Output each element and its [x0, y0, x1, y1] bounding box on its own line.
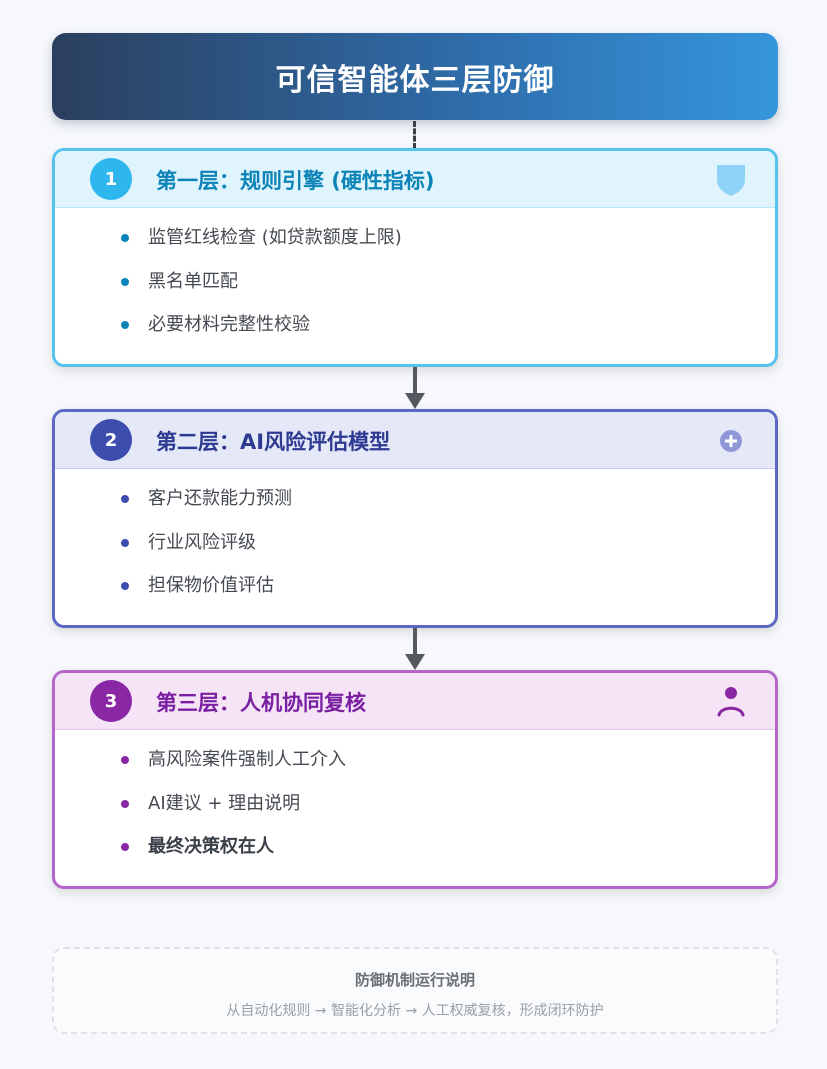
explanation-note: 防御机制运行说明 从自动化规则 → 智能化分析 → 人工权威复核，形成闭环防护 — [52, 947, 778, 1034]
plus-circle-icon — [720, 430, 742, 452]
bullet-dot — [121, 756, 129, 764]
person-icon — [717, 687, 745, 717]
layer-card-1: 1 第一层：规则引擎 (硬性指标) 监管红线检查 (如贷款额度上限) 黑名单匹配… — [52, 148, 778, 367]
layer-header-1: 1 第一层：规则引擎 (硬性指标) — [55, 151, 775, 208]
flow-arrow-1 — [405, 367, 425, 409]
page-title: 可信智能体三层防御 — [275, 62, 555, 98]
bullet-dot — [121, 277, 129, 286]
title-banner: 可信智能体三层防御 — [52, 33, 778, 120]
bullet-dot — [121, 843, 129, 851]
bullet-dot — [121, 538, 129, 547]
layer-item-list: 客户还款能力预测 行业风险评级 担保物价值评估 — [55, 469, 775, 608]
list-item: 担保物价值评估 — [55, 564, 775, 608]
list-item: AI建议 + 理由说明 — [55, 782, 775, 826]
list-item: 客户还款能力预测 — [55, 477, 775, 521]
shield-icon — [717, 165, 745, 196]
list-item: 黑名单匹配 — [55, 260, 775, 304]
layer-card-3: 3 第三层：人机协同复核 高风险案件强制人工介入 AI建议 + 理由说明 最终决… — [52, 670, 778, 889]
layer-item-list: 监管红线检查 (如贷款额度上限) 黑名单匹配 必要材料完整性校验 — [55, 208, 775, 347]
bullet-dot — [121, 321, 129, 329]
layer-title: 第三层：人机协同复核 — [156, 691, 366, 715]
layer-header-3: 3 第三层：人机协同复核 — [55, 673, 775, 730]
flow-arrow-2 — [405, 628, 425, 670]
list-item: 高风险案件强制人工介入 — [55, 738, 775, 782]
list-item: 行业风险评级 — [55, 521, 775, 565]
layer-header-2: 2 第二层：AI风险评估模型 — [55, 412, 775, 469]
layer-title: 第一层：规则引擎 (硬性指标) — [156, 169, 435, 193]
bullet-dot — [121, 495, 129, 503]
note-title: 防御机制运行说明 — [354, 971, 475, 989]
layer-item-list: 高风险案件强制人工介入 AI建议 + 理由说明 最终决策权在人 — [55, 730, 775, 869]
layer-number-badge: 1 — [90, 158, 132, 200]
layer-title: 第二层：AI风险评估模型 — [156, 430, 391, 454]
bullet-dot — [121, 582, 129, 590]
list-item: 最终决策权在人 — [55, 825, 775, 869]
layer-number-badge: 3 — [90, 680, 132, 722]
title-connector — [413, 121, 416, 149]
layer-card-2: 2 第二层：AI风险评估模型 客户还款能力预测 行业风险评级 担保物价值评估 — [52, 409, 778, 628]
bullet-dot — [121, 234, 129, 242]
list-item: 必要材料完整性校验 — [55, 303, 775, 347]
bullet-dot — [121, 799, 129, 808]
layer-number-badge: 2 — [90, 419, 132, 461]
note-text: 从自动化规则 → 智能化分析 → 人工权威复核，形成闭环防护 — [226, 1003, 604, 1019]
list-item: 监管红线检查 (如贷款额度上限) — [55, 216, 775, 260]
